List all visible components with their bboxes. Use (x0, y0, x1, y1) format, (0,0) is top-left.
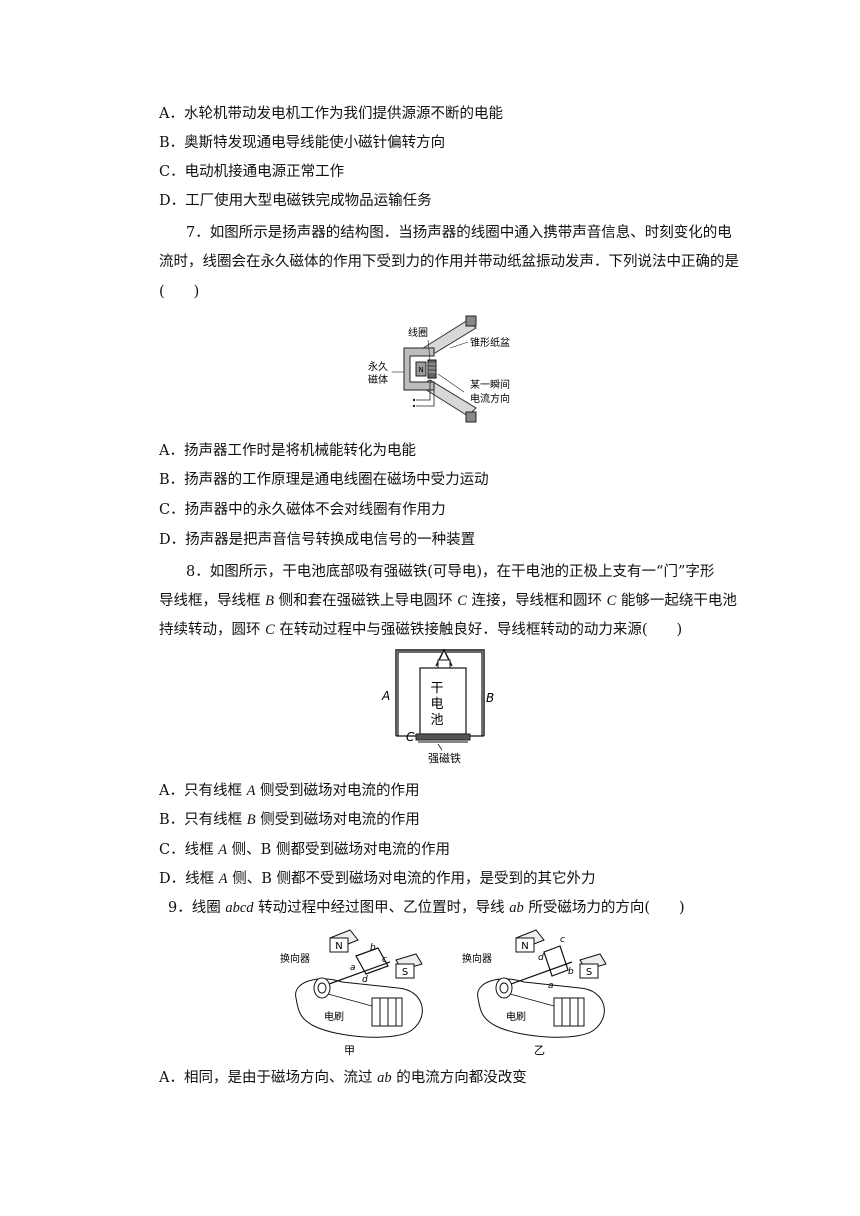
svg-text:c: c (382, 955, 387, 965)
svg-text:a: a (350, 963, 356, 973)
motor-diagram-jia: N S 换向器 电刷 a b c d 甲 (280, 929, 423, 1057)
current-label-2: 电流方向 (470, 392, 510, 405)
magnet-label: 强磁铁 (428, 752, 461, 765)
svg-text:N: N (521, 941, 528, 952)
q8-stem-line1: 8．如图所示，干电池底部吸有强磁铁(可导电)，在干电池的正极上支有一“门”字形 (186, 564, 715, 580)
q6-option-c: C．电动机接通电源正常工作 (159, 164, 345, 180)
current-label-1: 某一瞬间 (470, 378, 510, 391)
q6-option-d: D．工厂使用大型电磁铁完成物品运输任务 (159, 193, 432, 209)
label-c: C (406, 730, 415, 744)
svg-text:a: a (548, 981, 554, 991)
brush-label: 电刷 (324, 1010, 344, 1023)
q6-option-b: B．奥斯特发现通电导线能使小磁针偏转方向 (159, 135, 446, 151)
magnet-label-2: 磁体 (368, 373, 388, 386)
q7-stem-line1: 7．如图所示是扬声器的结构图．当扬声器的线圈中通入携带声音信息、时刻变化的电 (186, 225, 732, 241)
battery-label-2: 电 (430, 697, 443, 712)
label-a: A (381, 689, 390, 703)
q6-option-a: A．水轮机带动发电机工作为我们提供源源不断的电能 (159, 106, 503, 122)
q9-stem: 9．线圈 abcd 转动过程中经过图甲、乙位置时，导线 ab 所受磁场力的方向(… (168, 900, 685, 916)
q8-stem-line3: 持续转动，圆环 C 在转动过程中与强磁铁接触良好．导线框转动的动力来源( ) (159, 622, 683, 638)
svg-text:S: S (586, 967, 592, 978)
cone-label: 锥形纸盆 (470, 336, 510, 349)
q7-option-a: A．扬声器工作时是将机械能转化为电能 (159, 443, 416, 459)
svg-text:d: d (362, 975, 368, 985)
battery-label-1: 干 (430, 681, 443, 696)
magnet-n-label: N (418, 366, 423, 374)
motor-diagram-yi: N S 换向器 电刷 c d b a 乙 (462, 929, 607, 1057)
q7-option-d: D．扬声器是把声音信号转换成电信号的一种装置 (159, 532, 476, 548)
q8-option-b: B．只有线框 B 侧受到磁场对电流的作用 (159, 812, 420, 828)
svg-text:d: d (538, 953, 544, 963)
commutator-label: 换向器 (280, 952, 310, 965)
q8-option-d: D．线框 A 侧、B 侧都不受到磁场对电流的作用，是受到的其它外力 (159, 871, 596, 887)
caption-jia: 甲 (344, 1044, 355, 1057)
q7-stem-line3: ( ) (159, 284, 200, 300)
q7-option-c: C．扬声器中的永久磁体不会对线圈有作用力 (159, 502, 446, 518)
svg-text:电刷: 电刷 (506, 1010, 526, 1023)
q8-option-c: C．线框 A 侧、B 侧都受到磁场对电流的作用 (159, 842, 450, 858)
q8-stem-line2: 导线框，导线框 B 侧和套在强磁铁上导电圆环 C 连接，导线框和圆环 C 能够一… (159, 593, 737, 609)
label-b: B (486, 691, 494, 705)
battery-label-3: 池 (430, 713, 443, 728)
speaker-diagram: N 线圈 锥形纸盆 永久 磁体 某一瞬间 电流方向 (368, 315, 510, 423)
q8-option-a: A．只有线框 A 侧受到磁场对电流的作用 (159, 783, 420, 799)
svg-text:b: b (568, 967, 574, 977)
svg-text:换向器: 换向器 (462, 952, 492, 965)
caption-yi: 乙 (534, 1044, 545, 1057)
n-pole: N (335, 941, 342, 952)
coil-label: 线圈 (408, 326, 428, 339)
q9-option-a: A．相同，是由于磁场方向、流过 ab 的电流方向都没改变 (159, 1070, 527, 1086)
s-pole: S (402, 967, 408, 978)
q7-option-b: B．扬声器的工作原理是通电线圈在磁场中受力运动 (159, 472, 489, 488)
battery-motor-diagram: 干 电 池 A B C 强磁铁 (381, 649, 494, 765)
magnet-label-1: 永久 (368, 360, 388, 373)
q7-stem-line2: 流时，线圈会在永久磁体的作用下受到力的作用并带动纸盆振动发声．下列说法中正确的是 (159, 254, 739, 270)
svg-text:b: b (370, 943, 376, 953)
svg-text:c: c (560, 935, 565, 945)
